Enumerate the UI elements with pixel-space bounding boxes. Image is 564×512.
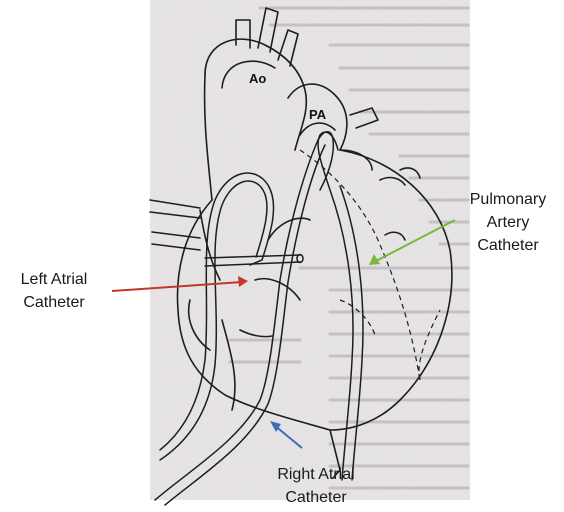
left-atrial-catheter-line2: Catheter <box>6 291 102 314</box>
pulmonary-artery-catheter-label: Pulmonary Artery Catheter <box>458 188 558 257</box>
pulmonary-artery-label: PA <box>309 107 326 122</box>
left-atrial-catheter-label: Left Atrial Catheter <box>6 268 102 314</box>
left-margin <box>0 0 150 512</box>
aorta-label: Ao <box>249 71 266 86</box>
pulmonary-artery-catheter-line1: Pulmonary <box>458 188 558 211</box>
pulmonary-artery-catheter-line3: Catheter <box>458 234 558 257</box>
pulmonary-artery-catheter-line2: Artery <box>458 211 558 234</box>
right-atrial-catheter-line2: Catheter <box>263 486 369 509</box>
left-atrial-catheter-line1: Left Atrial <box>6 268 102 291</box>
right-atrial-catheter-line1: Right Atrial <box>263 463 369 486</box>
right-atrial-catheter-label: Right Atrial Catheter <box>263 463 369 509</box>
